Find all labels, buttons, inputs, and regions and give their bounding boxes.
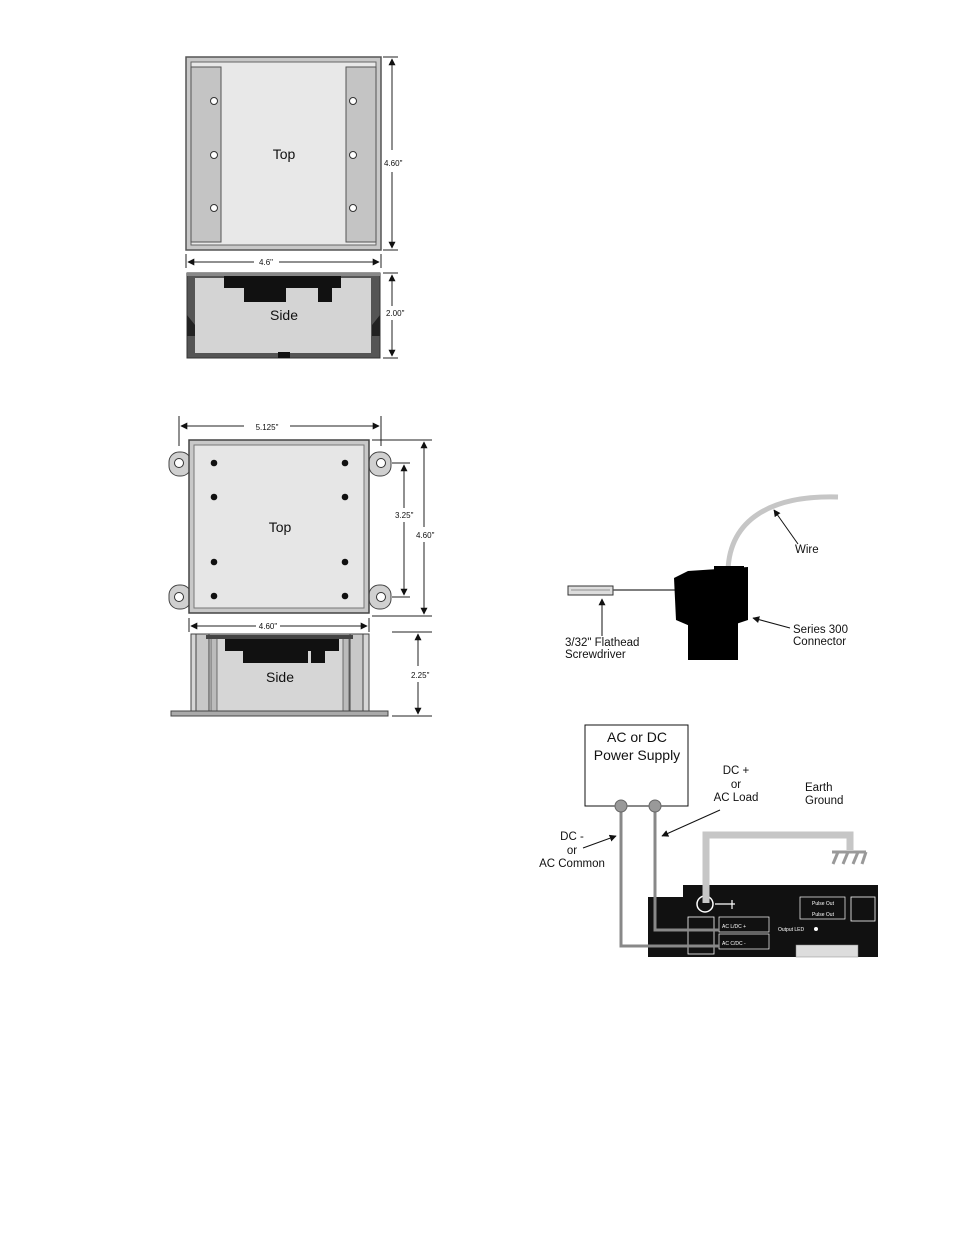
fig2-hole-spacing-dimension	[392, 463, 410, 597]
fig2-height-label: 4.60"	[416, 531, 435, 540]
fig1-width-label: 4.6"	[259, 258, 273, 267]
enclosure-figure-1: Top 4.60" 4.6" Side	[186, 57, 405, 358]
fig1-height-label: 4.60"	[384, 159, 403, 168]
fig2-top-view: Top	[189, 440, 369, 613]
fig1-height-dimension	[383, 57, 398, 250]
pulse-out-label-1: Pulse Out	[812, 901, 835, 907]
screwdriver	[568, 586, 676, 595]
dc-plus-label-3: AC Load	[714, 792, 759, 804]
wiring-figure: AC or DC Power Supply AC L/DC + AC C/DC …	[539, 725, 878, 957]
pulse-out-label-2: Pulse Out	[812, 912, 835, 918]
power-supply-label-2: Power Supply	[594, 747, 680, 763]
power-supply-label-1: AC or DC	[607, 729, 667, 745]
connector-figure: Wire 3/32" Flathead Screwdriver Series 3…	[565, 497, 848, 661]
fig2-side-label: Side	[266, 669, 294, 685]
series-300-connector	[674, 566, 748, 660]
fig1-side-label: Side	[270, 307, 298, 323]
fig2-width-label: 4.60"	[259, 622, 278, 631]
fig1-side-height-label: 2.00"	[386, 309, 405, 318]
output-led-label: Output LED	[778, 927, 805, 933]
fig2-top-label: Top	[269, 519, 292, 535]
fig1-top-view: Top	[186, 57, 381, 250]
fig2-hole-spacing-label: 3.25"	[395, 511, 414, 520]
wire	[728, 497, 838, 570]
wire-label: Wire	[795, 544, 819, 556]
dc-minus-label-3: AC Common	[539, 858, 605, 870]
terminal-label-1: AC L/DC +	[722, 924, 746, 930]
fig2-side-view: Side	[171, 634, 388, 716]
dc-minus-label-1: DC -	[560, 831, 584, 843]
fig1-top-label: Top	[273, 146, 296, 162]
screwdriver-label-2: Screwdriver	[565, 649, 626, 661]
fig1-width-dimension	[186, 254, 381, 268]
earth-ground-symbol	[832, 852, 866, 864]
enclosure-figure-2: 5.125" Top	[169, 416, 435, 716]
screwdriver-label-1: 3/32" Flathead	[565, 637, 639, 649]
fig1-side-view: Side	[187, 273, 380, 358]
fig2-overall-width-label: 5.125"	[256, 423, 279, 432]
terminal-label-2: AC C/DC -	[722, 941, 746, 947]
fig4-pointers	[583, 810, 720, 848]
dc-plus-label-2: or	[731, 779, 741, 791]
dc-minus-terminal	[615, 800, 627, 812]
fig2-side-height-label: 2.25"	[411, 671, 430, 680]
connector-label-1: Series 300	[793, 624, 848, 636]
dc-minus-label-2: or	[567, 845, 577, 857]
fig2-width-dimension	[189, 618, 369, 632]
earth-ground-label-2: Ground	[805, 795, 843, 807]
dc-plus-terminal	[649, 800, 661, 812]
connector-label-2: Connector	[793, 636, 846, 648]
earth-ground-label-1: Earth	[805, 782, 833, 794]
dc-plus-label-1: DC +	[723, 765, 750, 777]
